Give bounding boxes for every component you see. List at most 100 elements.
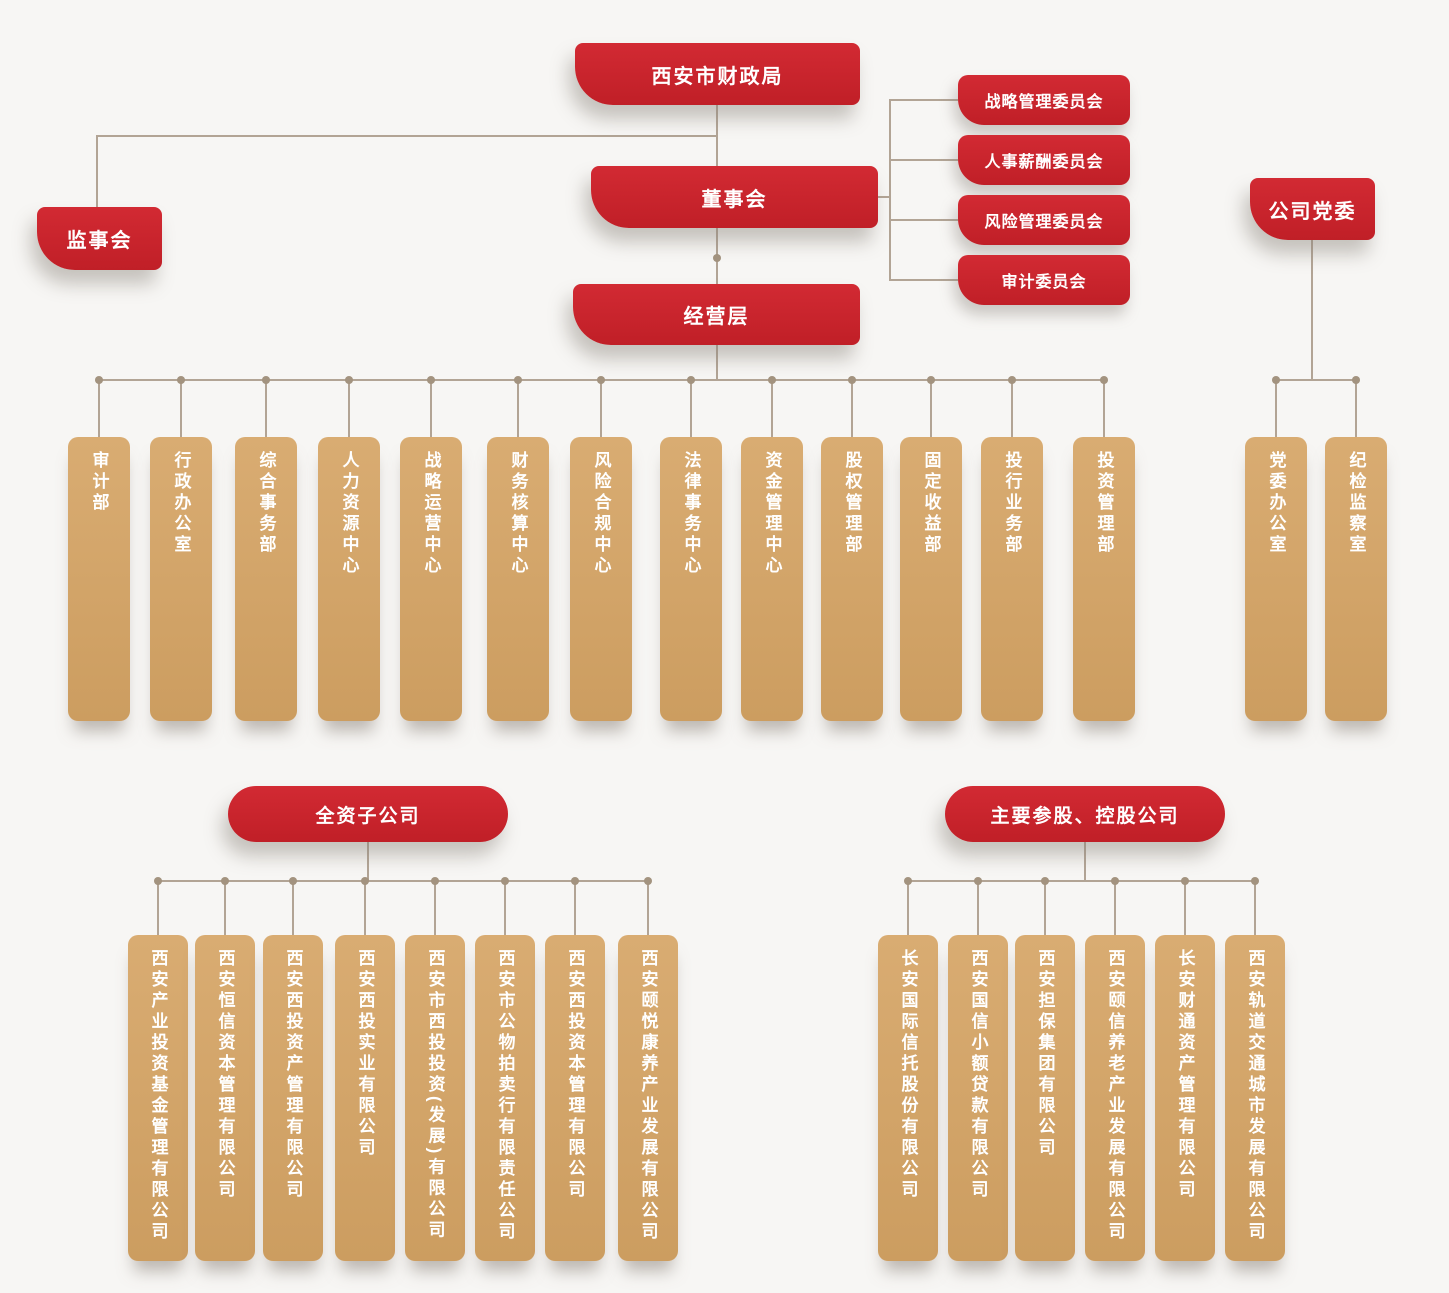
- dept-box: 人力资源中心: [318, 437, 380, 721]
- dept-box: 投资管理部: [1073, 437, 1135, 721]
- dept-label: 财务核算中心: [508, 451, 528, 577]
- node-management: 经营层: [573, 284, 860, 345]
- node-party-committee: 公司党委: [1250, 178, 1375, 240]
- holding-box: 长安国际信托股份有限公司: [878, 935, 938, 1261]
- node-board: 董事会: [591, 166, 878, 228]
- connector: [98, 379, 100, 437]
- connector-dot: [501, 877, 509, 885]
- committee-label: 风险管理委员会: [984, 214, 1104, 231]
- node-management-label: 经营层: [683, 306, 750, 328]
- subsidiary-label: 西安产业投资基金管理有限公司: [148, 949, 168, 1243]
- connector: [891, 279, 958, 281]
- connector: [891, 159, 958, 161]
- dept-label: 审计部: [89, 451, 109, 514]
- connector: [771, 379, 773, 437]
- subsidiary-box: 西安颐悦康养产业发展有限公司: [618, 935, 678, 1261]
- connector: [367, 842, 369, 881]
- connector: [1184, 880, 1186, 935]
- connector: [891, 219, 958, 221]
- connector: [96, 135, 98, 207]
- connector-dot: [1111, 877, 1119, 885]
- dept-box: 法律事务中心: [660, 437, 722, 721]
- party-office-box: 党委办公室: [1245, 437, 1307, 721]
- party-office-label: 党委办公室: [1266, 451, 1286, 556]
- connector: [889, 99, 891, 281]
- dept-label: 资金管理中心: [762, 451, 782, 577]
- node-committee-hr: 人事薪酬委员会: [958, 135, 1130, 185]
- connector: [97, 135, 717, 137]
- dept-label: 综合事务部: [256, 451, 276, 556]
- connector-dot: [768, 376, 776, 384]
- connector: [977, 880, 979, 935]
- connector: [1311, 240, 1313, 380]
- connector: [1103, 379, 1105, 437]
- node-committee-risk: 风险管理委员会: [958, 195, 1130, 245]
- connector-dot: [177, 376, 185, 384]
- node-holdings-title: 主要参股、控股公司: [945, 786, 1225, 842]
- dept-box: 战略运营中心: [400, 437, 462, 721]
- connector: [158, 880, 648, 882]
- connector: [504, 880, 506, 935]
- connector-dot: [431, 877, 439, 885]
- subsidiary-label: 西安恒信资本管理有限公司: [215, 949, 235, 1201]
- connector-dot: [1352, 376, 1360, 384]
- dept-box: 行政办公室: [150, 437, 212, 721]
- connector-dot: [1181, 877, 1189, 885]
- connector-dot: [1100, 376, 1108, 384]
- holding-box: 西安担保集团有限公司: [1015, 935, 1075, 1261]
- connector-dot: [221, 877, 229, 885]
- node-committee-strategy: 战略管理委员会: [958, 75, 1130, 125]
- holding-label: 西安担保集团有限公司: [1035, 949, 1055, 1159]
- connector: [224, 880, 226, 935]
- committee-label: 战略管理委员会: [984, 94, 1104, 111]
- holding-box: 西安颐信养老产业发展有限公司: [1085, 935, 1145, 1261]
- connector: [891, 99, 958, 101]
- connector-dot: [644, 877, 652, 885]
- connector-dot: [262, 376, 270, 384]
- subsidiary-label: 西安市公物拍卖行有限责任公司: [495, 949, 515, 1243]
- connector: [1275, 379, 1277, 437]
- holding-box: 西安轨道交通城市发展有限公司: [1225, 935, 1285, 1261]
- connector-dot: [289, 877, 297, 885]
- connector: [930, 379, 932, 437]
- connector: [1084, 842, 1086, 881]
- connector: [157, 880, 159, 935]
- dept-label: 人力资源中心: [339, 451, 359, 577]
- connector: [180, 379, 182, 437]
- connector: [851, 379, 853, 437]
- connector: [574, 880, 576, 935]
- connector-dot: [597, 376, 605, 384]
- connector-dot: [1272, 376, 1280, 384]
- connector-dot: [713, 254, 721, 262]
- holdings-title-label: 主要参股、控股公司: [990, 805, 1180, 827]
- holding-label: 西安国信小额贷款有限公司: [968, 949, 988, 1201]
- connector: [517, 379, 519, 437]
- connector: [690, 379, 692, 437]
- holding-label: 西安颐信养老产业发展有限公司: [1105, 949, 1125, 1243]
- dept-box: 投行业务部: [981, 437, 1043, 721]
- party-office-box: 纪检监察室: [1325, 437, 1387, 721]
- connector: [716, 105, 718, 166]
- subsidiary-box: 西安西投资产管理有限公司: [263, 935, 323, 1261]
- node-finance-bureau: 西安市财政局: [575, 43, 860, 105]
- connector-dot: [1041, 877, 1049, 885]
- holding-label: 西安轨道交通城市发展有限公司: [1245, 949, 1265, 1243]
- dept-box: 综合事务部: [235, 437, 297, 721]
- connector-dot: [361, 877, 369, 885]
- dept-label: 投资管理部: [1094, 451, 1114, 556]
- connector: [1276, 379, 1356, 381]
- dept-box: 固定收益部: [900, 437, 962, 721]
- subsidiary-label: 西安西投资本管理有限公司: [565, 949, 585, 1201]
- dept-label: 行政办公室: [171, 451, 191, 556]
- connector: [364, 880, 366, 935]
- dept-label: 法律事务中心: [681, 451, 701, 577]
- subsidiary-label: 西安颐悦康养产业发展有限公司: [638, 949, 658, 1243]
- connector: [434, 880, 436, 935]
- node-committee-audit: 审计委员会: [958, 255, 1130, 305]
- node-wholly-owned-title: 全资子公司: [228, 786, 508, 842]
- wholly-owned-title-label: 全资子公司: [315, 805, 421, 827]
- connector-dot: [571, 877, 579, 885]
- connector: [265, 379, 267, 437]
- holding-box: 长安财通资产管理有限公司: [1155, 935, 1215, 1261]
- connector: [1355, 379, 1357, 437]
